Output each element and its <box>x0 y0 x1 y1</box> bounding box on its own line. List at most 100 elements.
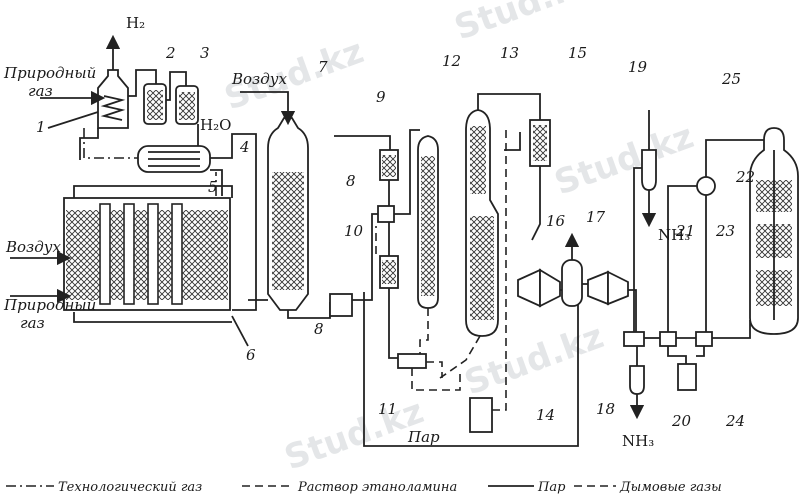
regenerator-13 <box>439 93 541 411</box>
label-25: 25 <box>721 70 741 88</box>
watermark-1: Stud.kz <box>449 0 599 48</box>
line-18-19 <box>633 167 642 332</box>
label-1: 1 <box>36 118 46 136</box>
label-6: 6 <box>246 346 256 364</box>
line-4-out <box>210 133 257 301</box>
label-h2o: H₂O <box>200 116 231 134</box>
reformer-7-packing <box>272 172 304 290</box>
line-21-22 <box>667 185 697 332</box>
label-20: 20 <box>671 412 692 430</box>
reformer-tube-2 <box>123 203 135 305</box>
label-steam: Пар <box>407 428 440 446</box>
label-4: 4 <box>239 138 250 156</box>
line-21-24 <box>667 346 687 364</box>
label-2: 2 <box>165 44 176 62</box>
heat-exchanger-4 <box>137 124 257 301</box>
separator-17 <box>561 259 583 307</box>
flue-line-1 <box>83 128 138 159</box>
label-air-left: Воздух <box>5 238 61 256</box>
waste-heat-section <box>329 129 420 359</box>
label-8-lower: 8 <box>314 320 324 338</box>
line-1-2 <box>128 69 157 97</box>
reformer-fill-5 <box>182 210 206 300</box>
line-13-side <box>504 132 521 151</box>
compressor-16 <box>517 268 541 308</box>
exchanger-23 <box>695 331 713 347</box>
line-2-3 <box>166 71 187 101</box>
reformer-top-header <box>73 185 233 198</box>
reformer-5 <box>10 172 268 323</box>
separation-18-19-20 <box>623 110 660 420</box>
desulfurization-section <box>40 34 199 160</box>
air-inlet-7 <box>240 91 296 126</box>
line-top-9 <box>334 135 391 150</box>
pumps-11-14 <box>363 292 579 447</box>
reformer-fill-2 <box>110 210 124 300</box>
label-natural-gas-top-1: Природный <box>3 64 96 82</box>
label-19: 19 <box>628 58 648 76</box>
dash-line-14 <box>492 130 507 411</box>
absorber-12-packing <box>421 156 435 296</box>
label-8-upper: 8 <box>346 172 356 190</box>
boiler-14 <box>469 397 493 433</box>
reactor-3-packing <box>179 92 195 120</box>
label-15: 15 <box>568 44 587 62</box>
line-23-25 <box>712 320 751 339</box>
watermark-5: Stud.kz <box>279 391 429 478</box>
label-23: 23 <box>715 222 735 240</box>
legend-steam: Пар <box>537 480 566 495</box>
absorber-12 <box>417 135 439 360</box>
line-15-16 <box>531 166 541 241</box>
regenerator-13-upper-packing <box>470 126 486 194</box>
label-natural-gas-bottom-1: Природный <box>3 296 96 314</box>
label-17: 17 <box>586 208 606 226</box>
line-4-down <box>210 169 223 196</box>
line-22-25 <box>705 139 764 177</box>
label-h2: H₂ <box>126 14 145 32</box>
line-8-up <box>352 213 380 301</box>
heater-1 <box>97 69 129 129</box>
converter-9-packing <box>382 155 396 177</box>
absorber-12-bottom <box>419 308 429 360</box>
leader-1 <box>47 111 99 129</box>
number-labels: 1 2 3 4 5 6 7 8 8 9 10 11 12 13 14 15 16… <box>36 44 755 430</box>
label-10: 10 <box>344 222 364 240</box>
label-14: 14 <box>536 406 555 424</box>
reformer-fill-3 <box>134 210 148 300</box>
leader-6 <box>231 315 249 347</box>
exchanger-4-tubes <box>148 151 200 167</box>
boiler-8-lower <box>329 293 353 317</box>
legend-tech-gas: Технологический газ <box>58 480 202 495</box>
circulator-22 <box>696 176 716 196</box>
label-21: 21 <box>675 222 695 240</box>
reformer-tube-1 <box>99 203 111 305</box>
heater-coil <box>100 95 126 121</box>
line-1-down <box>79 128 99 160</box>
converter-10-packing <box>382 260 396 284</box>
label-7: 7 <box>318 58 328 76</box>
reformer-burner-left <box>66 210 90 300</box>
label-16: 16 <box>546 212 566 230</box>
label-13: 13 <box>500 44 519 62</box>
steam-return-line <box>363 292 579 447</box>
methanation-compression <box>517 119 637 336</box>
dash-11 <box>411 368 461 391</box>
label-natural-gas-bottom-2: газ <box>20 314 45 332</box>
label-nh3-top: NH₃ <box>658 226 690 244</box>
line-13-15 <box>477 93 541 120</box>
methanator-15-packing <box>533 125 547 161</box>
secondary-reformer-7 <box>240 91 331 319</box>
separator-20 <box>629 365 645 395</box>
legend-ethanolamine: Раствор этаноламина <box>297 480 457 495</box>
compressor-links <box>560 283 588 291</box>
reformer-to-7 <box>232 299 268 311</box>
dash-11-right <box>426 361 443 378</box>
label-air-top: Воздух <box>231 70 287 88</box>
reformer-fill-1 <box>90 210 100 300</box>
line-10-11 <box>388 288 398 359</box>
reformer-fill-4 <box>158 210 172 300</box>
label-12: 12 <box>442 52 461 70</box>
label-9: 9 <box>376 88 386 106</box>
